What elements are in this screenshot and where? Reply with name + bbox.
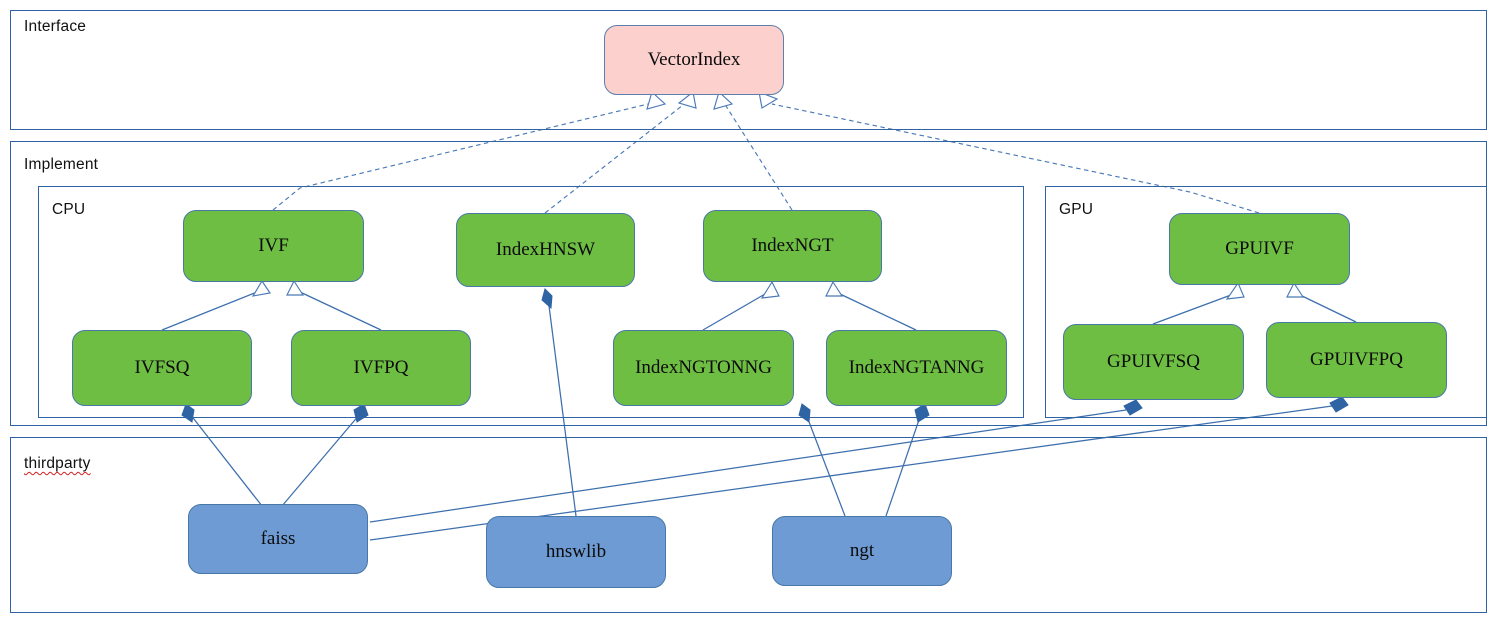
package-cpu [38, 186, 1024, 418]
package-implement-label: Implement [24, 156, 99, 173]
node-ivfpq-label: IVFPQ [353, 356, 409, 378]
node-gpuivfsq-label: GPUIVFSQ [1107, 350, 1200, 372]
edge-gpuivfsq-to-faiss [369, 399, 1143, 523]
edge-indexngtanng-to-indexngt [825, 280, 917, 331]
edge-gpuivfsq-to-gpuivf [1152, 281, 1245, 325]
package-interface-label: Interface [24, 18, 87, 35]
node-indexngtanng-label: IndexNGTANNG [848, 356, 985, 378]
node-indexngt-label: IndexNGT [751, 234, 834, 256]
node-gpuivfpq-label: GPUIVFPQ [1310, 348, 1403, 370]
node-ngt-label: ngt [849, 539, 875, 561]
node-faiss[interactable]: faiss [188, 504, 368, 574]
node-ivfsq[interactable]: IVFSQ [72, 330, 252, 406]
edge-ivfpq-to-ivf [286, 279, 382, 331]
package-gpu [1045, 186, 1487, 418]
edge-indexngtonng-to-indexngt [702, 280, 780, 331]
node-ivf-label: IVF [258, 234, 289, 256]
node-indexhnsw-label: IndexHNSW [495, 238, 596, 260]
node-indexngt[interactable]: IndexNGT [703, 210, 882, 282]
node-gpuivfpq[interactable]: GPUIVFPQ [1266, 322, 1447, 398]
node-vectorindex-label: VectorIndex [647, 48, 741, 70]
node-ivfpq[interactable]: IVFPQ [291, 330, 471, 406]
edge-ivf-to-vectorindex [272, 90, 667, 211]
edge-indexhnsw-to-vectorindex [544, 90, 697, 214]
node-ivf[interactable]: IVF [183, 210, 364, 282]
package-thirdparty [10, 437, 1487, 613]
node-vectorindex[interactable]: VectorIndex [604, 25, 784, 95]
edge-indexhnsw-to-hnswlib [541, 288, 577, 517]
edge-gpuivf-to-vectorindex [758, 91, 1260, 214]
node-ivfsq-label: IVFSQ [134, 356, 190, 378]
node-indexngtonng-label: IndexNGTONNG [635, 356, 772, 378]
node-gpuivf-label: GPUIVF [1225, 237, 1294, 259]
package-gpu-label: GPU [1059, 201, 1094, 218]
node-ngt[interactable]: ngt [772, 516, 952, 586]
edge-indexngt-to-vectorindex [713, 90, 793, 211]
package-interface [10, 10, 1487, 130]
node-gpuivfsq[interactable]: GPUIVFSQ [1063, 324, 1244, 400]
node-indexhnsw[interactable]: IndexHNSW [456, 213, 635, 287]
edge-gpuivfpq-to-gpuivf [1286, 281, 1357, 323]
package-thirdparty-label: thirdparty [24, 455, 91, 472]
node-indexngtonng[interactable]: IndexNGTONNG [613, 330, 794, 406]
node-hnswlib[interactable]: hnswlib [486, 516, 666, 588]
package-cpu-label: CPU [52, 201, 86, 218]
node-hnswlib-label: hnswlib [545, 540, 607, 562]
node-faiss-label: faiss [260, 527, 296, 549]
edge-ivfsq-to-ivf [161, 279, 271, 331]
node-indexngtanng[interactable]: IndexNGTANNG [826, 330, 1007, 406]
node-gpuivf[interactable]: GPUIVF [1169, 213, 1350, 285]
